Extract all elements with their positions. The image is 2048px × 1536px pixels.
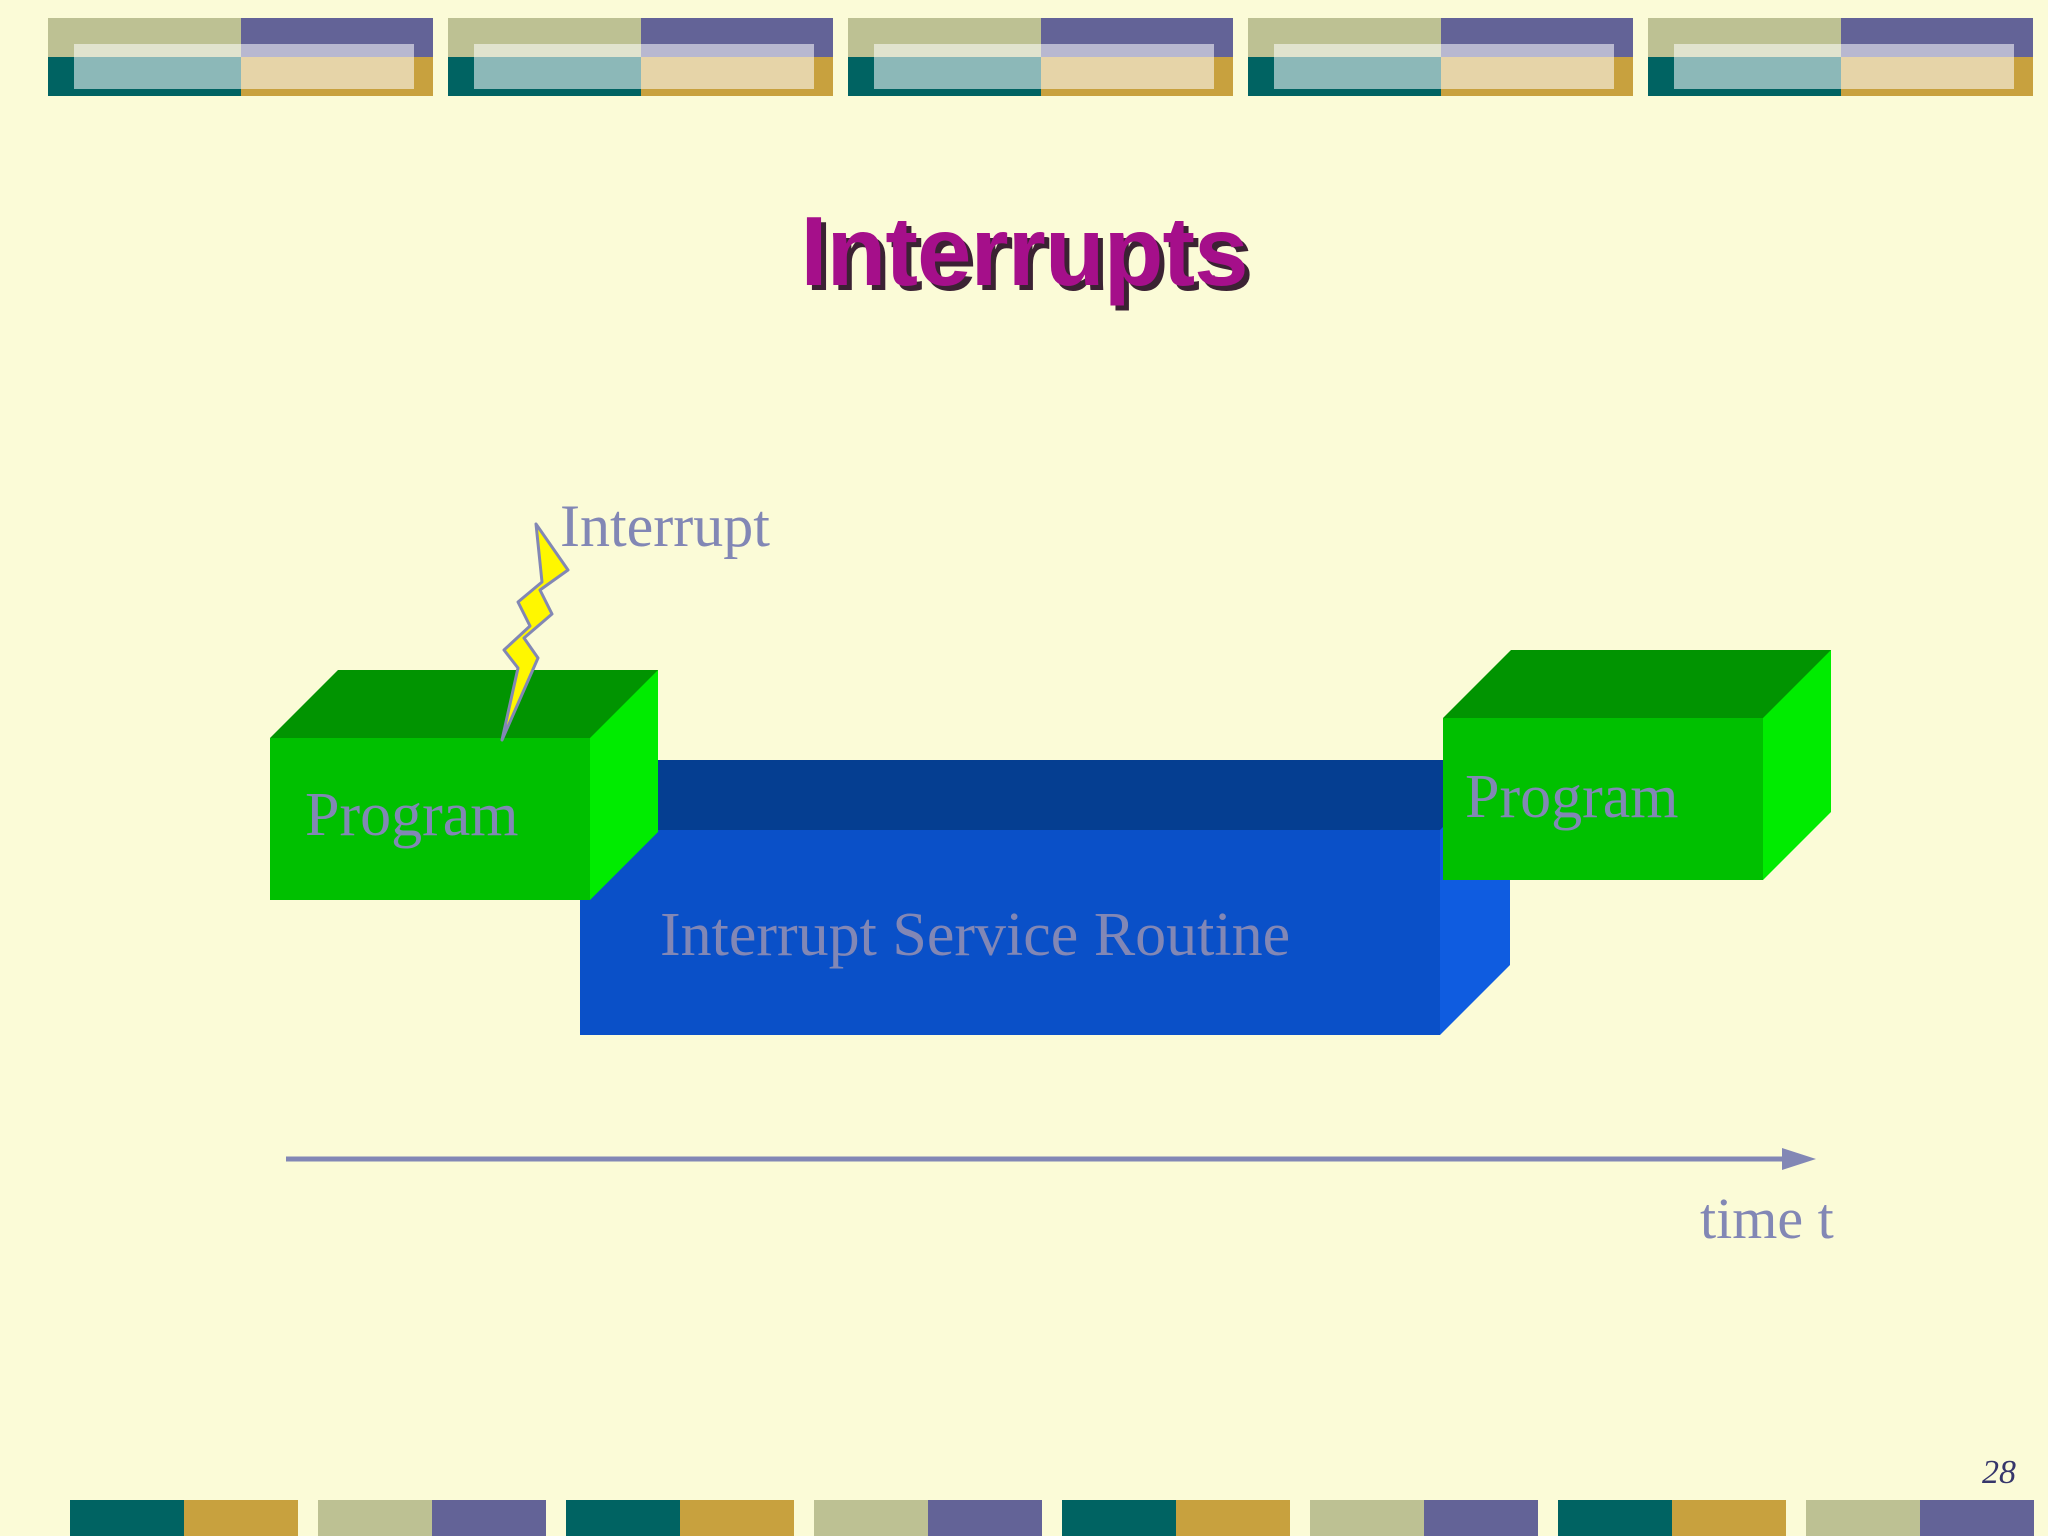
decoration-half	[1806, 1500, 1920, 1536]
program-block-right-top-face	[1443, 650, 1831, 718]
isr-block-top-face	[580, 760, 1510, 1040]
program-block-right-side-face	[1763, 650, 1831, 880]
decoration-half	[928, 1500, 1042, 1536]
decoration-half	[1062, 1500, 1176, 1536]
decoration-half	[1672, 1500, 1786, 1536]
decoration-half	[184, 1500, 298, 1536]
top-decoration-block	[1248, 18, 1633, 96]
program-block-left-front-face	[270, 738, 590, 900]
decoration-half	[566, 1500, 680, 1536]
decoration-half	[70, 1500, 184, 1536]
bottom-decoration-block	[70, 1500, 298, 1536]
isr-block-label: Interrupt Service Routine	[660, 901, 1291, 969]
page-title: Interrupts	[800, 196, 1248, 306]
bottom-decoration-block	[814, 1500, 1042, 1536]
top-decoration-block	[848, 18, 1233, 96]
program-block-right-front-face	[1443, 718, 1763, 880]
decoration-overlay	[74, 44, 414, 89]
decoration-half	[1558, 1500, 1672, 1536]
decoration-overlay	[1274, 44, 1614, 89]
page-number: 28	[1982, 1454, 2016, 1491]
isr-block-top-polygon	[580, 760, 1510, 830]
decoration-overlay	[874, 44, 1214, 89]
decoration-half	[1310, 1500, 1424, 1536]
top-decoration-block	[1648, 18, 2033, 96]
bottom-decoration-block	[1310, 1500, 1538, 1536]
decoration-half	[318, 1500, 432, 1536]
program-block-right	[1443, 650, 1831, 880]
top-decoration-band	[0, 0, 2048, 110]
decoration-half	[1920, 1500, 2034, 1536]
bottom-decoration-block	[1062, 1500, 1290, 1536]
decoration-half	[1176, 1500, 1290, 1536]
decoration-half	[680, 1500, 794, 1536]
time-axis-arrow	[286, 1146, 1816, 1172]
lightning-bolt-icon	[494, 518, 634, 748]
program-block-left	[270, 670, 658, 900]
time-axis-label: time t	[1700, 1186, 1834, 1251]
bottom-decoration-block	[1806, 1500, 2034, 1536]
bottom-decoration-block	[1558, 1500, 1786, 1536]
program-block-left-side-face	[590, 670, 658, 900]
decoration-half	[814, 1500, 928, 1536]
decoration-half	[1424, 1500, 1538, 1536]
program-block-left-top-face	[270, 670, 658, 738]
top-decoration-block	[48, 18, 433, 96]
decoration-overlay	[474, 44, 814, 89]
top-decoration-block	[448, 18, 833, 96]
decoration-overlay	[1674, 44, 2014, 89]
program-block-left-label: Program	[305, 781, 519, 849]
bottom-decoration-block	[318, 1500, 546, 1536]
bottom-decoration-band	[0, 1500, 2048, 1536]
interrupt-annotation-label: Interrupt	[560, 493, 770, 559]
isr-block-front-face	[580, 830, 1440, 1035]
decoration-half	[432, 1500, 546, 1536]
isr-block	[580, 760, 1510, 1040]
bottom-decoration-block	[566, 1500, 794, 1536]
program-block-right-label: Program	[1465, 763, 1679, 831]
